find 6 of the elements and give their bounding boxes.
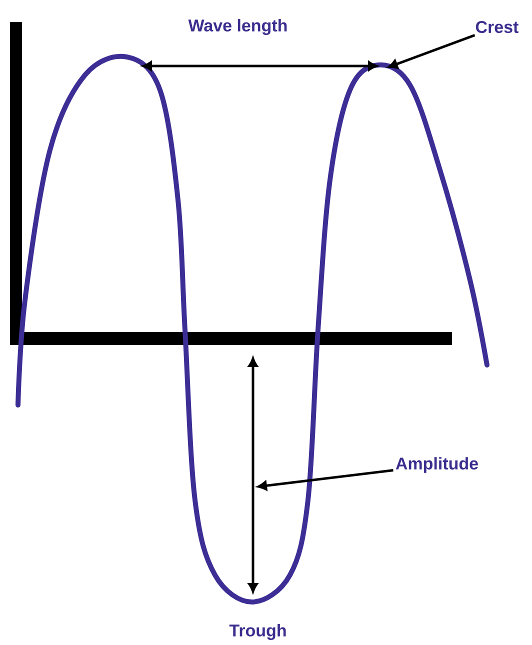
term-label: Wave length bbox=[188, 19, 287, 35]
term-label: Trough bbox=[229, 624, 286, 640]
leader-line bbox=[258, 469, 394, 490]
term-label: Crest bbox=[476, 21, 518, 34]
term-label: Amplitude bbox=[396, 457, 478, 473]
leader-line bbox=[388, 34, 476, 69]
